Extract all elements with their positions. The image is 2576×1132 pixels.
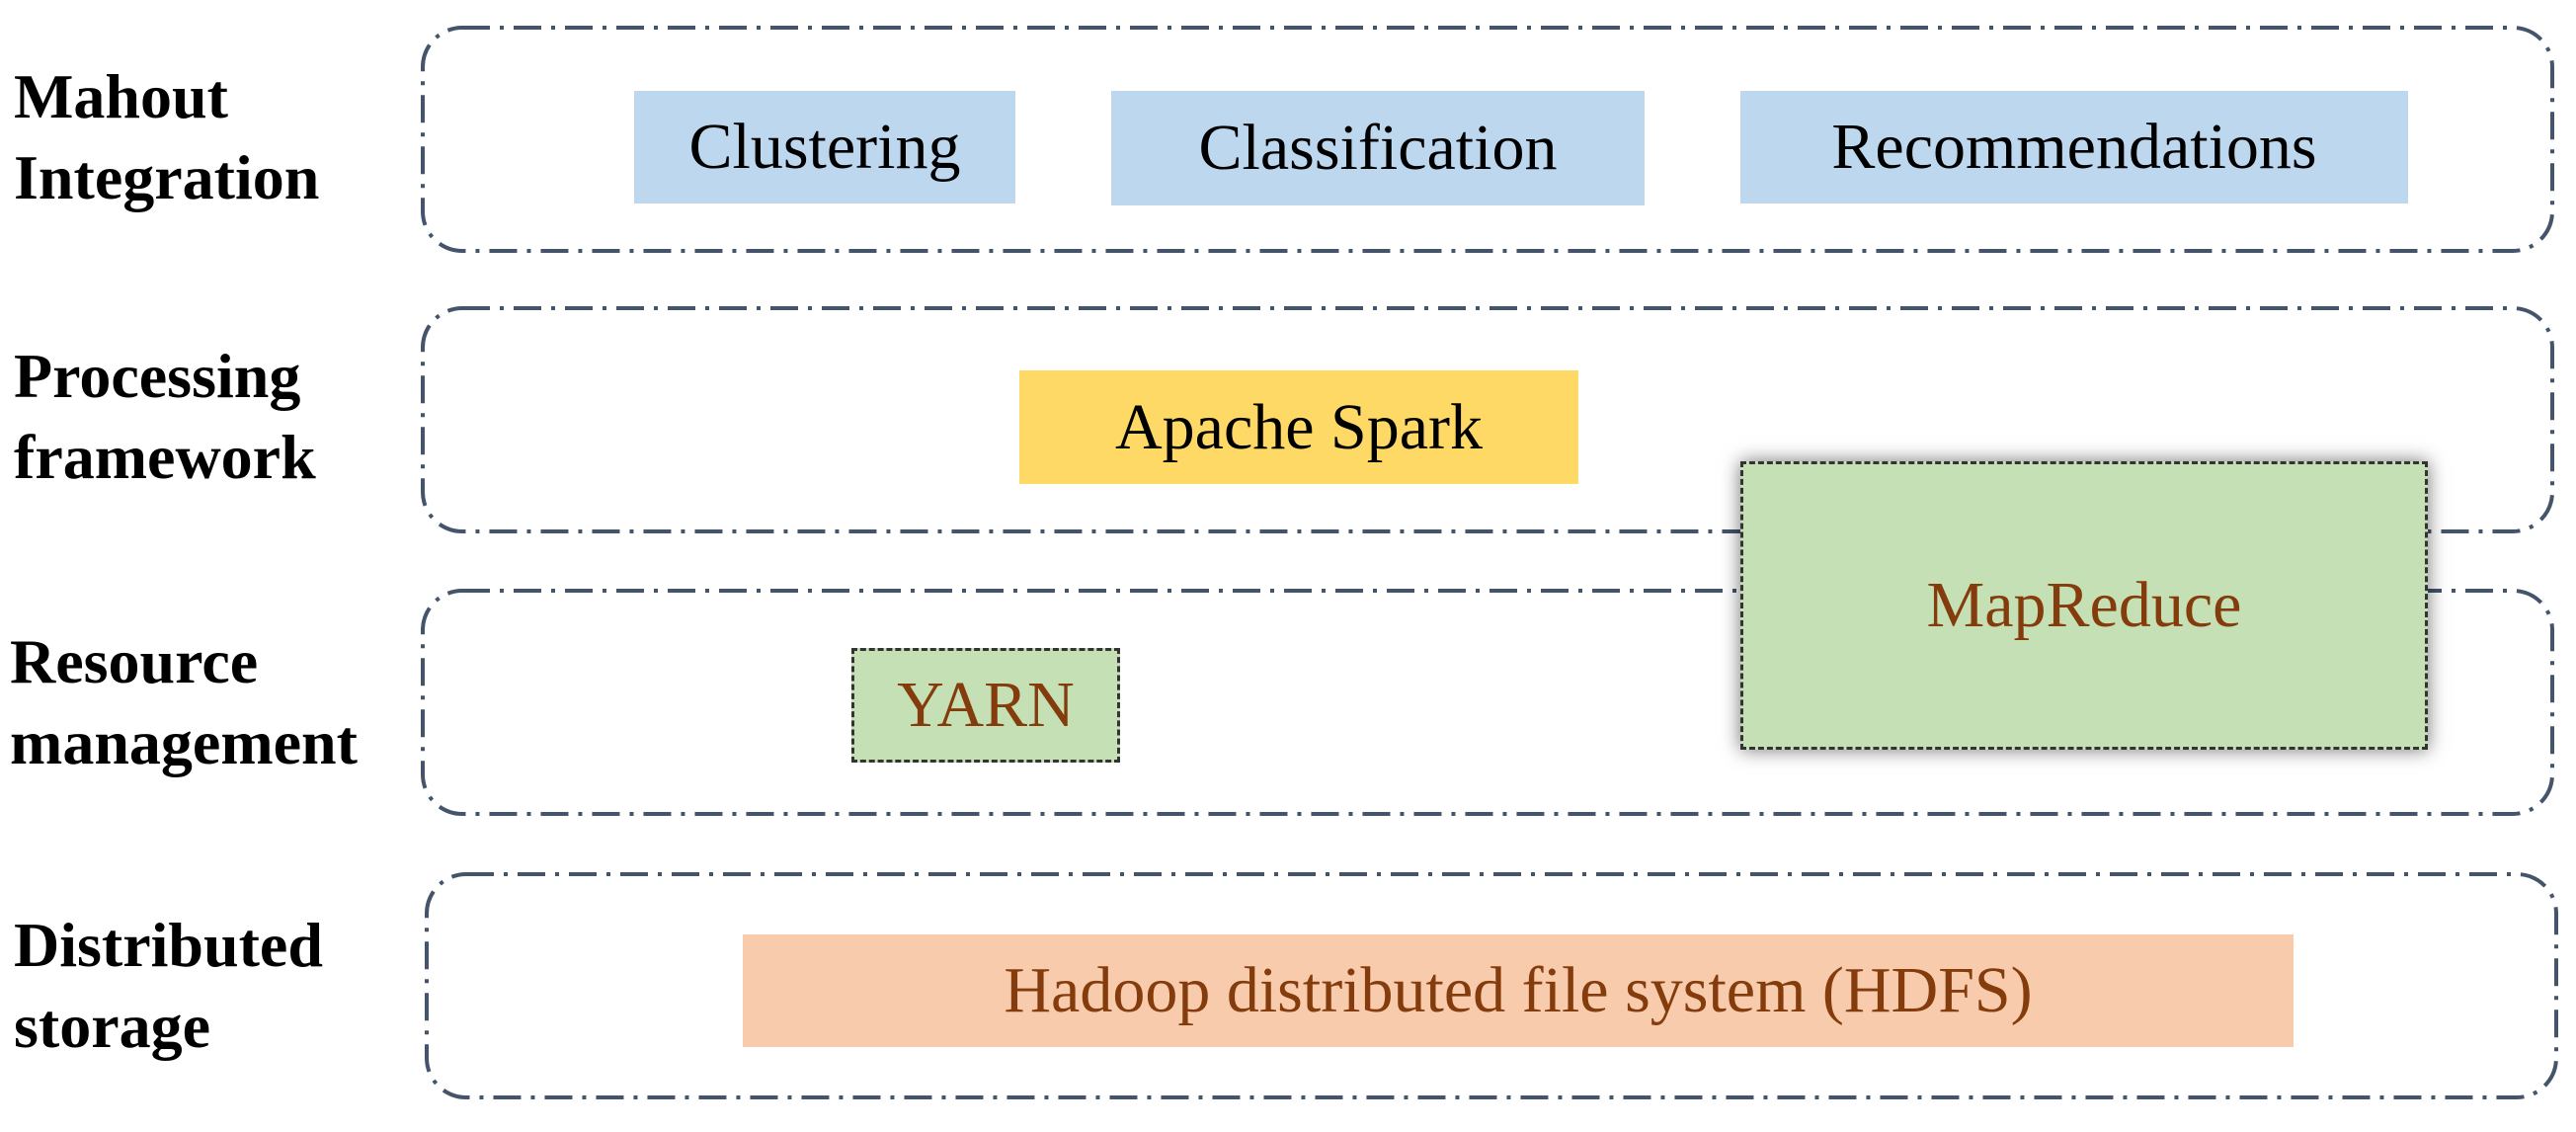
layer-label-resource: Resource management [10,621,358,783]
yarn-box: YARN [851,648,1120,763]
layer-label-mahout: Mahout Integration [14,56,319,218]
layer-frame-processing [421,306,2554,533]
hdfs-box: Hadoop distributed file system (HDFS) [743,934,2294,1047]
recommendations-box: Recommendations [1740,91,2408,203]
layer-frame-mahout [421,26,2554,253]
layer-label-line: Integration [14,142,320,212]
layer-frame-storage [425,872,2558,1099]
clustering-box: Clustering [634,91,1015,203]
layer-label-line: management [10,707,358,777]
layer-label-line: Resource [10,626,259,696]
mapreduce-box: MapReduce [1740,461,2428,750]
layer-label-processing: Processing framework [14,336,316,498]
layer-label-line: Processing [14,341,301,411]
classification-box: Classification [1111,91,1645,205]
layer-label-storage: Distributed storage [14,905,323,1067]
layer-label-line: Distributed [14,910,323,980]
apache-spark-box: Apache Spark [1019,370,1578,484]
layer-frame-resource [421,589,2554,816]
layer-label-line: storage [14,991,211,1061]
layer-label-line: framework [14,422,316,492]
layer-label-line: Mahout [14,61,228,131]
